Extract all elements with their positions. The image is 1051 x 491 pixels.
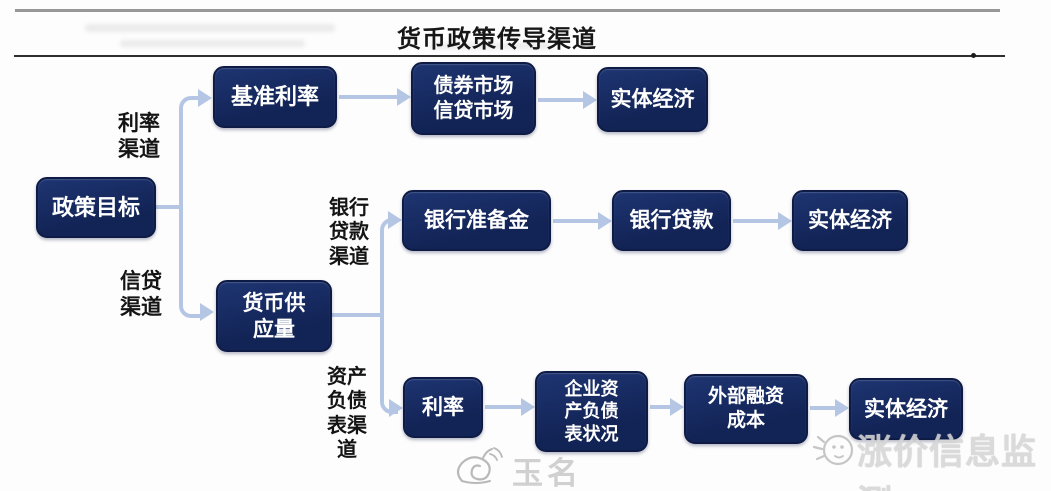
connector-branch2-vertical [380, 230, 384, 400]
label-interest-rate-channel: 利率 渠道 [118, 111, 160, 161]
connector-policy-target-stub [152, 205, 181, 209]
node-real-economy-1: 实体经济 [597, 67, 708, 132]
node-benchmark-rate: 基准利率 [213, 66, 337, 128]
arrow-balancesheet-to-financing [650, 405, 671, 409]
arrowhead-to-benchmark-rate [198, 89, 212, 107]
shouting-face-icon [808, 429, 858, 471]
arrowhead-realeconomy1 [583, 91, 597, 109]
arrow-financing-to-realeconomy3 [810, 406, 836, 410]
connector-branch1-vertical [179, 110, 183, 300]
node-policy-target: 政策目标 [36, 177, 156, 238]
arrowhead-balancesheet [521, 398, 535, 416]
connector-branch1-bottom-corner [179, 298, 202, 318]
node-bank-reserves: 银行准备金 [402, 190, 551, 251]
node-enterprise-balance-sheet: 企业资 产负债 表状况 [535, 371, 648, 452]
arrowhead-to-money-supply [200, 303, 214, 321]
arrowhead-to-interest-rate [389, 399, 403, 417]
top-rule-line [15, 9, 1000, 12]
node-bond-credit-market: 债券市场 信贷市场 [411, 62, 536, 135]
diagram-title: 货币政策传导渠道 [397, 27, 597, 53]
erased-text-smudge [120, 40, 305, 47]
label-balance-sheet-channel: 资产 负债 表渠 道 [327, 366, 367, 462]
arrowhead-to-bank-reserves [388, 211, 402, 229]
node-real-economy-2: 实体经济 [792, 190, 908, 251]
node-external-financing-cost: 外部融资 成本 [684, 374, 808, 444]
arrow-reserves-to-loans [553, 219, 599, 223]
underline-dot [971, 53, 976, 58]
node-real-economy-3: 实体经济 [849, 378, 963, 440]
arrow-benchmark-to-bondmarket [339, 95, 398, 99]
title-underline [14, 55, 1005, 57]
label-credit-channel: 信贷 渠道 [120, 269, 162, 319]
arrowhead-bondmarket [397, 88, 411, 106]
arrowhead-bankloans [598, 212, 612, 230]
snail-doodle-icon [450, 444, 510, 488]
connector-money-supply-stub [330, 313, 384, 317]
label-bank-loan-channel: 银行 贷款 渠道 [329, 197, 369, 268]
right-watermark-text: 涨价信息监测 [857, 433, 1038, 491]
erased-text-smudge [85, 24, 335, 32]
erased-text-smudge [430, 43, 550, 49]
arrow-loans-to-realeconomy2 [733, 219, 779, 223]
center-watermark-text: 玉名 [512, 456, 582, 491]
arrowhead-realeconomy2 [778, 212, 792, 230]
node-interest-rate: 利率 [403, 377, 483, 438]
node-bank-loans: 银行贷款 [612, 190, 731, 251]
node-money-supply: 货币供 应量 [216, 280, 332, 352]
arrow-rate-to-balancesheet [485, 405, 522, 409]
arrowhead-financingcost [670, 398, 684, 416]
arrow-bondmarket-to-realeconomy1 [538, 98, 584, 102]
arrowhead-realeconomy3 [835, 399, 849, 417]
connector-branch1-top-corner [179, 96, 202, 116]
